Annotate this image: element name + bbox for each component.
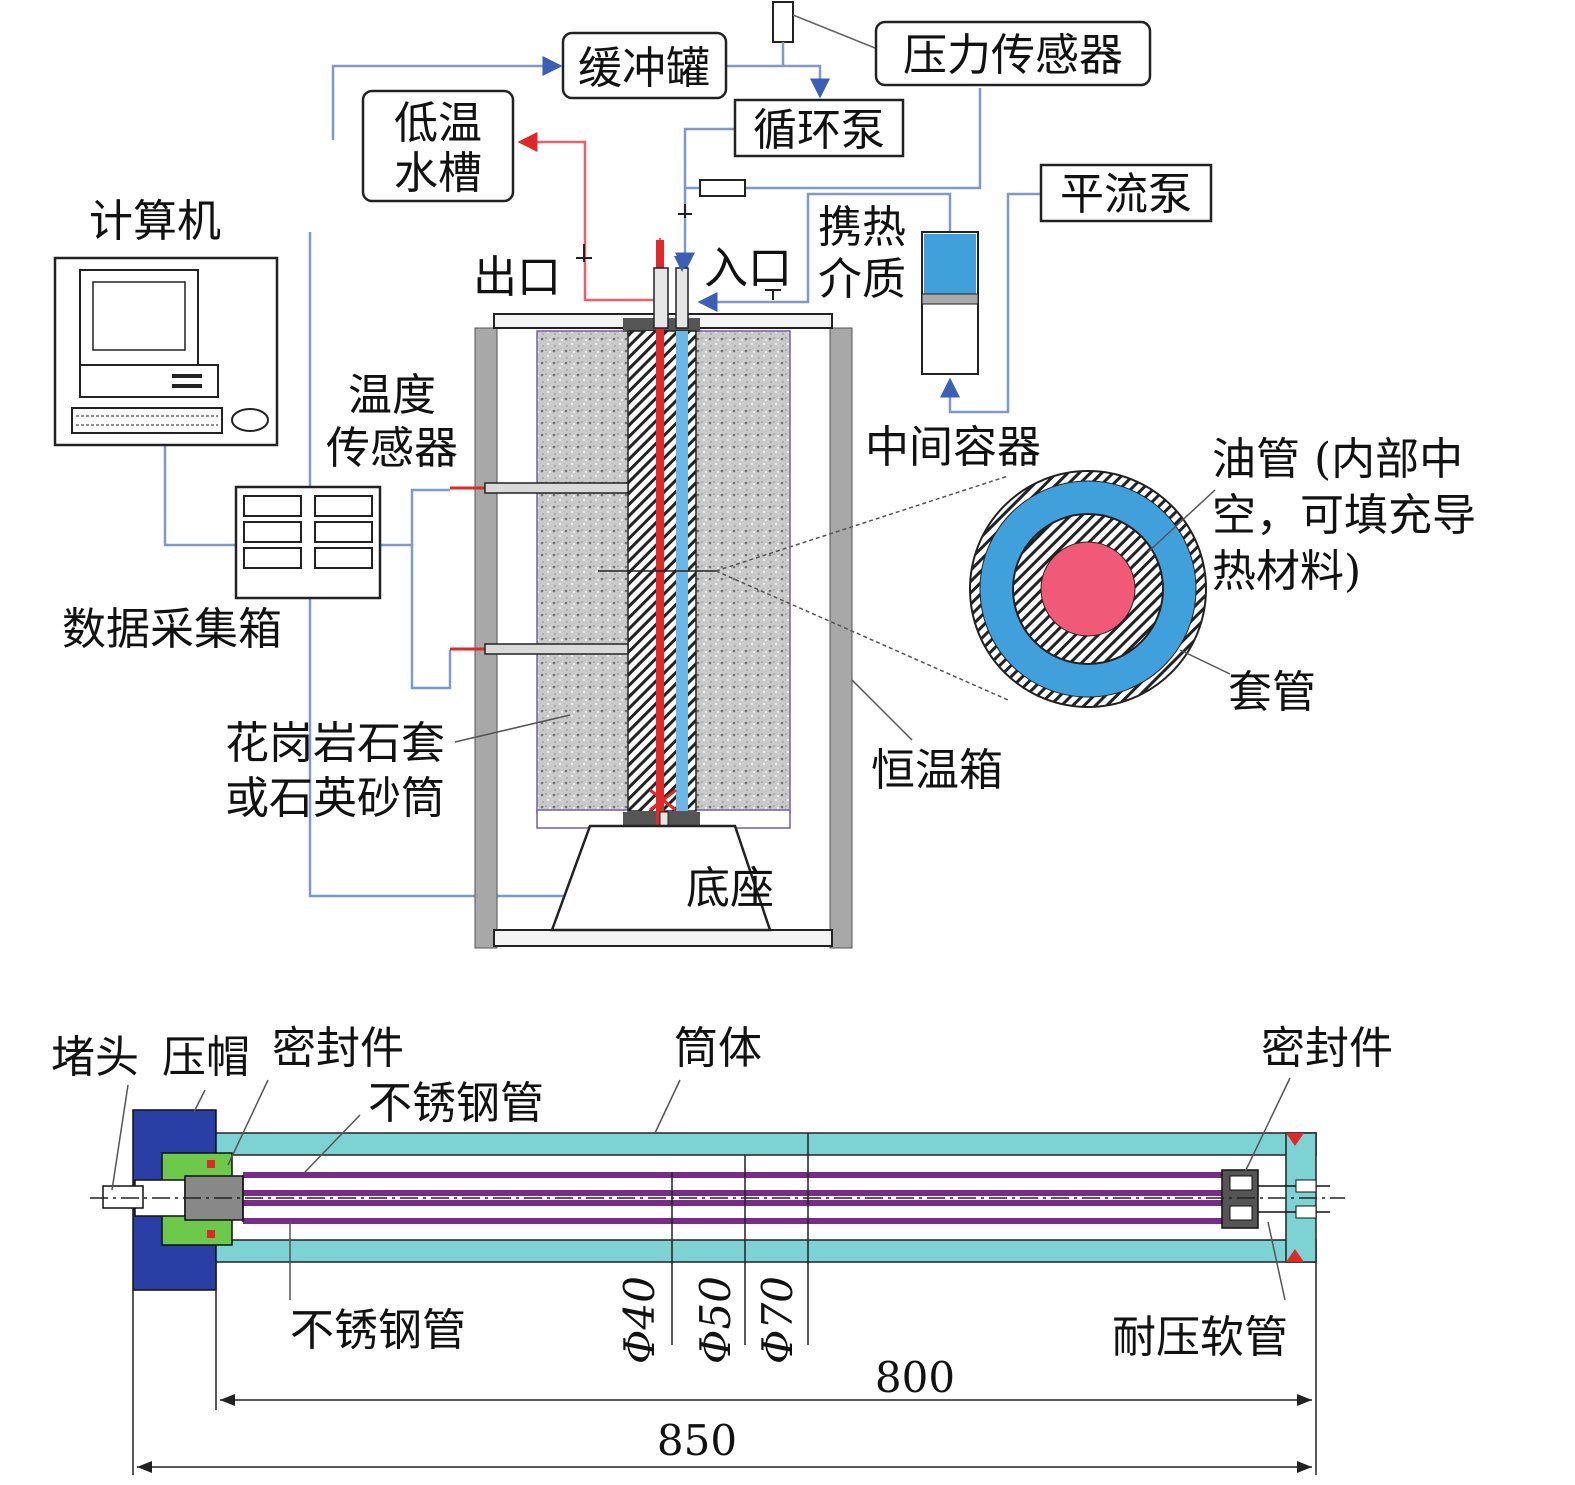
daq-box — [234, 485, 382, 600]
phi50-label: Φ50 — [691, 1276, 740, 1364]
computer-icon — [53, 256, 279, 447]
pressure-sensor-box: 压力传感器 — [874, 20, 1152, 87]
inlet-label: 入口 — [704, 243, 792, 294]
constant-flow-pump-label: 平流泵 — [1060, 169, 1192, 220]
plug-label: 堵头 — [51, 1032, 139, 1083]
intermediate-container — [921, 231, 979, 375]
phi40-label: Φ40 — [615, 1276, 664, 1364]
section-drawing — [90, 1077, 1345, 1475]
seal-right-label: 密封件 — [1261, 1023, 1393, 1074]
circulation-pump-label: 循环泵 — [753, 105, 885, 156]
outlet-label: 出口 — [473, 252, 561, 303]
heat-medium-line1: 携热 — [818, 202, 906, 253]
ss-tube-top-label: 不锈钢管 — [368, 1078, 544, 1129]
valve-ticks — [576, 204, 781, 300]
tubing-note-line1: 油管 (内部中 — [1212, 434, 1463, 485]
seal-left-label: 密封件 — [272, 1023, 404, 1074]
base-label: 底座 — [686, 863, 774, 914]
pressure-hose-label: 耐压软管 — [1112, 1312, 1288, 1363]
base-stand — [550, 824, 772, 932]
tubing-note-line3: 热材料) — [1212, 546, 1361, 597]
casing-label: 套管 — [1228, 667, 1316, 718]
tubing-note-line2: 空，可填充导 — [1212, 490, 1476, 541]
low-temp-bath-box: 低温 水槽 — [361, 89, 515, 203]
press-cap-label: 压帽 — [162, 1032, 250, 1083]
borehole-tubing — [598, 240, 716, 880]
cross-section-callout — [715, 470, 1231, 708]
temp-sensor-line1: 温度 — [348, 370, 436, 421]
heat-medium-line2: 介质 — [818, 254, 906, 305]
buffer-tank-box: 缓冲罐 — [561, 31, 728, 100]
temp-sensor-probes — [450, 482, 629, 655]
thermostat-box — [474, 313, 853, 949]
length-800-label: 800 — [875, 1353, 955, 1402]
thermostat-box-label: 恒温箱 — [871, 745, 1003, 796]
cylinder-label: 筒体 — [674, 1023, 762, 1074]
low-temp-bath-line1: 低温 — [394, 98, 482, 149]
phi70-label: Φ70 — [753, 1276, 802, 1364]
pressure-sensor-label: 压力传感器 — [903, 30, 1123, 81]
rock-sleeve-line1: 花岗岩石套 — [225, 718, 445, 769]
ss-tube-bottom-label: 不锈钢管 — [290, 1305, 466, 1356]
piping-lines — [163, 56, 1040, 898]
constant-flow-pump-box: 平流泵 — [1039, 163, 1213, 223]
temp-sensor-line2: 传感器 — [326, 423, 458, 474]
buffer-tank-label: 缓冲罐 — [578, 43, 710, 94]
circulation-pump-box: 循环泵 — [733, 98, 905, 158]
relief-valve-icon — [699, 179, 746, 197]
rock-sleeve-line2: 或石英砂筒 — [225, 773, 445, 824]
computer-label: 计算机 — [89, 196, 221, 247]
length-850-label: 850 — [657, 1416, 737, 1465]
pressure-gauge-icon — [772, 1, 794, 43]
intermediate-container-label: 中间容器 — [865, 422, 1041, 473]
daq-box-label: 数据采集箱 — [62, 604, 282, 655]
low-temp-bath-line2: 水槽 — [394, 148, 482, 199]
